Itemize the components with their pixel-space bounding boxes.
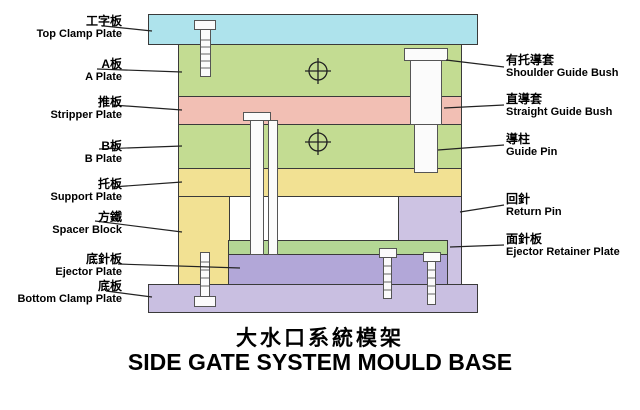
label-en: Ejector Retainer Plate [506, 246, 620, 259]
center-pin-shaft [250, 120, 264, 255]
label-cn: 導柱 [506, 132, 531, 146]
label-en: Top Clamp Plate [36, 28, 122, 41]
label-cn: 直導套 [506, 92, 543, 106]
guide-pin [414, 124, 438, 173]
label-ejector-retainer-plate: 面針板 Ejector Retainer Plate [506, 232, 640, 259]
label-en: B Plate [84, 153, 122, 166]
label-straight-guide-bush: 直導套 Straight Guide Bush [506, 92, 640, 119]
label-en: Shoulder Guide Bush [506, 67, 619, 80]
label-cn: 面針板 [506, 232, 543, 246]
guide-bush-body [410, 60, 442, 125]
top-screw-shaft [200, 29, 211, 77]
label-support-plate: 托板 Support Plate [0, 177, 122, 204]
label-bottom-clamp-plate: 底板 Bottom Clamp Plate [0, 279, 122, 306]
label-en: Spacer Block [52, 224, 122, 237]
label-en: Ejector Plate [55, 266, 122, 279]
label-ejector-plate: 底針板 Ejector Plate [0, 252, 122, 279]
bottom-left-screw-shaft [200, 252, 210, 298]
label-en: Support Plate [50, 191, 122, 204]
diagram-title-english: SIDE GATE SYSTEM MOULD BASE [127, 349, 513, 375]
label-en: Return Pin [506, 206, 562, 219]
label-cn: 有托導套 [506, 53, 555, 67]
label-cn: 回針 [506, 192, 531, 206]
label-a-plate: A板 A Plate [0, 57, 122, 84]
label-spacer-block: 方鐵 Spacer Block [0, 210, 122, 237]
label-en: Guide Pin [506, 146, 558, 159]
ejector-screw-2-shaft [427, 261, 436, 305]
bottom-left-screw-head [194, 296, 216, 307]
label-en: Stripper Plate [50, 109, 122, 122]
label-guide-pin: 導柱 Guide Pin [506, 132, 640, 159]
label-en: A Plate [85, 71, 122, 84]
label-en: Straight Guide Bush [506, 106, 613, 119]
label-cn: 推板 [97, 95, 122, 109]
label-cn: B板 [101, 139, 122, 153]
label-cn: 托板 [97, 177, 122, 191]
label-cn: 底板 [97, 279, 122, 293]
ejector-screw-1-shaft [383, 257, 392, 299]
diagram-title-chinese: 大水口系統模架 [236, 327, 404, 350]
ejector-plate [228, 254, 448, 285]
return-pin [268, 120, 278, 255]
label-shoulder-guide-bush: 有托導套 Shoulder Guide Bush [506, 53, 640, 80]
label-stripper-plate: 推板 Stripper Plate [0, 95, 122, 122]
label-cn: A板 [101, 57, 122, 71]
label-return-pin: 回針 Return Pin [506, 192, 640, 219]
label-cn: 工字板 [85, 14, 122, 28]
label-top-clamp-plate: 工字板 Top Clamp Plate [0, 14, 122, 41]
label-cn: 底針板 [85, 252, 122, 266]
label-b-plate: B板 B Plate [0, 139, 122, 166]
label-cn: 方鐵 [97, 210, 122, 224]
label-en: Bottom Clamp Plate [17, 293, 122, 306]
